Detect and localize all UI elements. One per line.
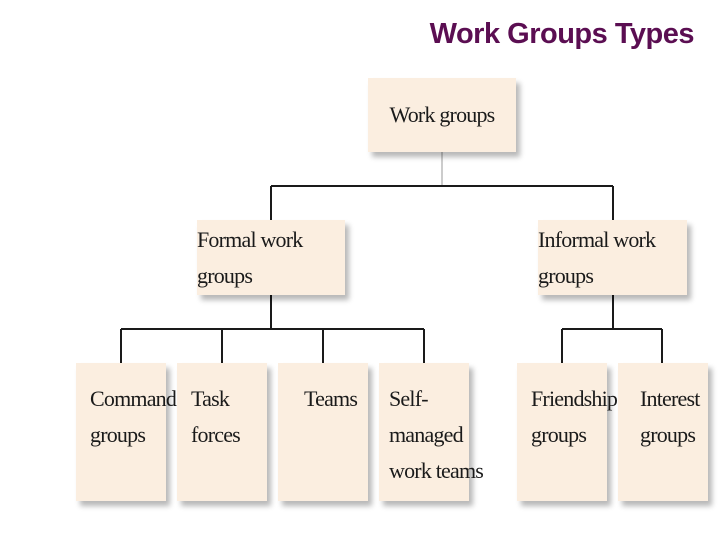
connector-group <box>120 152 663 363</box>
node-line: Command <box>90 386 177 411</box>
node-line: Teams <box>304 386 358 411</box>
node-self-managed-work-teams: Self- managed work teams <box>379 363 484 501</box>
node-line: groups <box>531 422 587 447</box>
node-label: Formal work groups <box>197 226 303 288</box>
node-line: work teams <box>389 458 484 483</box>
node-line: Task <box>191 386 230 411</box>
node-line: forces <box>191 422 241 447</box>
node-line: groups <box>640 422 696 447</box>
node-command-groups: Command groups <box>76 363 177 501</box>
node-label: Informal work groups <box>538 226 656 288</box>
node-task-forces: Task forces <box>177 363 267 501</box>
node-line: Self- <box>389 386 429 411</box>
node-friendship-groups: Friendship groups <box>517 363 618 501</box>
node-teams: Teams <box>278 363 368 501</box>
slide-title: Work Groups Types <box>429 18 695 50</box>
node-line: managed <box>389 422 464 447</box>
node-line: Friendship <box>531 386 618 411</box>
node-line: Interest <box>640 386 700 411</box>
node-informal-work-groups: Informal work groups <box>538 220 687 295</box>
node-work-groups: Work groups <box>368 78 516 152</box>
node-formal-work-groups: Formal work groups <box>197 220 345 295</box>
node-label: Work groups <box>389 102 496 127</box>
node-interest-groups: Interest groups <box>618 363 708 501</box>
node-line: groups <box>90 422 146 447</box>
